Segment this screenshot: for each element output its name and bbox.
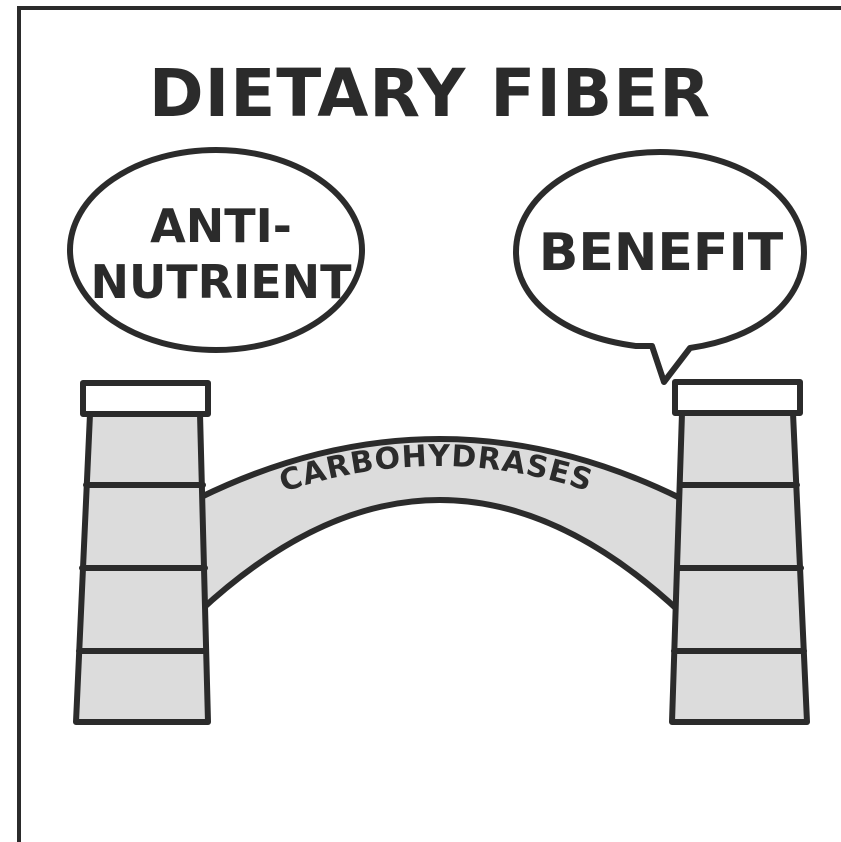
diagram-title: DIETARY FIBER xyxy=(149,55,711,132)
left-pillar xyxy=(76,383,208,722)
right-pillar xyxy=(672,382,807,722)
bridge-arch: CARBOHYDRASES xyxy=(199,439,680,612)
left-speech-bubble: ANTI- NUTRIENT xyxy=(70,150,362,350)
left-bubble-line1: ANTI- xyxy=(150,199,292,253)
left-bubble-line2: NUTRIENT xyxy=(90,255,352,309)
right-pillar-cap xyxy=(675,382,800,413)
right-speech-bubble: BENEFIT xyxy=(516,152,804,382)
right-bubble-label: BENEFIT xyxy=(539,223,784,283)
left-pillar-cap xyxy=(83,383,208,414)
